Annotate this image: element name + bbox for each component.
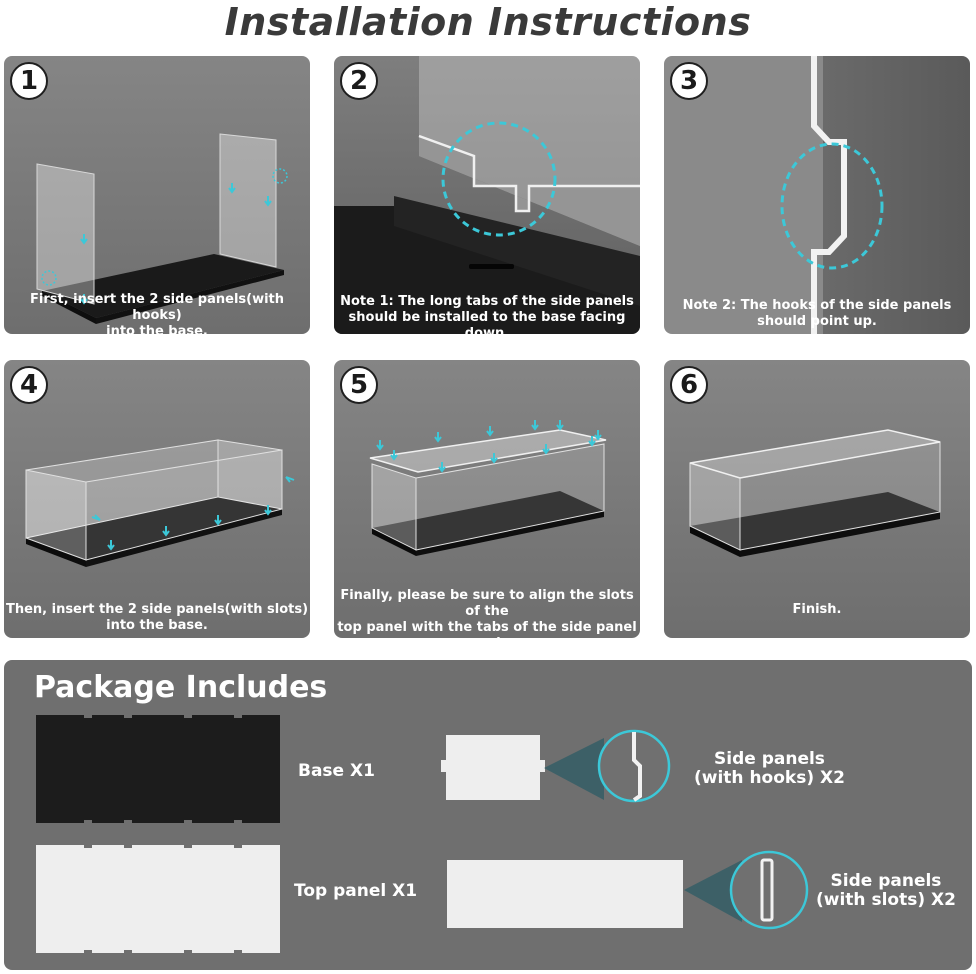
side-panels-hooks-label: Side panels (with hooks) X2 [694, 749, 845, 788]
side-panels-slots-label: Side panels (with slots) X2 [816, 871, 956, 910]
step-5-panel: 5 Finally, please be sure to align the s… [334, 360, 640, 638]
step-1-panel: 1 First, insert the 2 side panels(with h… [4, 56, 310, 334]
base-label: Base X1 [298, 761, 375, 781]
step-2-panel: 2 Note 1: The long tabs of the side pane… [334, 56, 640, 334]
step-3-illustration [780, 56, 884, 334]
step-3-panel: 3 Note 2: The hooks of the side panels s… [664, 56, 970, 334]
step-1-illustration [36, 133, 288, 324]
step-number: 4 [10, 366, 48, 404]
package-illustration [36, 715, 809, 953]
step-caption: Finish. [792, 602, 842, 617]
step-6-illustration [689, 429, 941, 557]
step-number: 3 [670, 62, 708, 100]
step-4-panel: 4 Then, insert the 2 side panels(with sl… [4, 360, 310, 638]
top-panel-label: Top panel X1 [294, 881, 418, 901]
step-caption: Note 1: The long tabs of the side panels… [340, 294, 634, 334]
step-number: 6 [670, 366, 708, 404]
step-caption: Finally, please be sure to align the slo… [337, 588, 637, 638]
step-6-panel: 6 Finish. [664, 360, 970, 638]
step-number: 2 [340, 62, 378, 100]
step-caption: Note 2: The hooks of the side panels sho… [682, 298, 952, 329]
step-caption: First, insert the 2 side panels(with hoo… [29, 292, 285, 334]
step-4-illustration [25, 439, 295, 567]
page-title: Installation Instructions [224, 0, 752, 44]
package-includes-section: Package Includes Base X1 Top panel X1 Si [4, 660, 972, 970]
step-number: 1 [10, 62, 48, 100]
step-5-illustration [369, 420, 607, 556]
step-caption: Then, insert the 2 side panels(with slot… [5, 602, 309, 633]
step-2-illustration [334, 56, 640, 334]
step-number: 5 [340, 366, 378, 404]
package-title: Package Includes [34, 670, 328, 705]
